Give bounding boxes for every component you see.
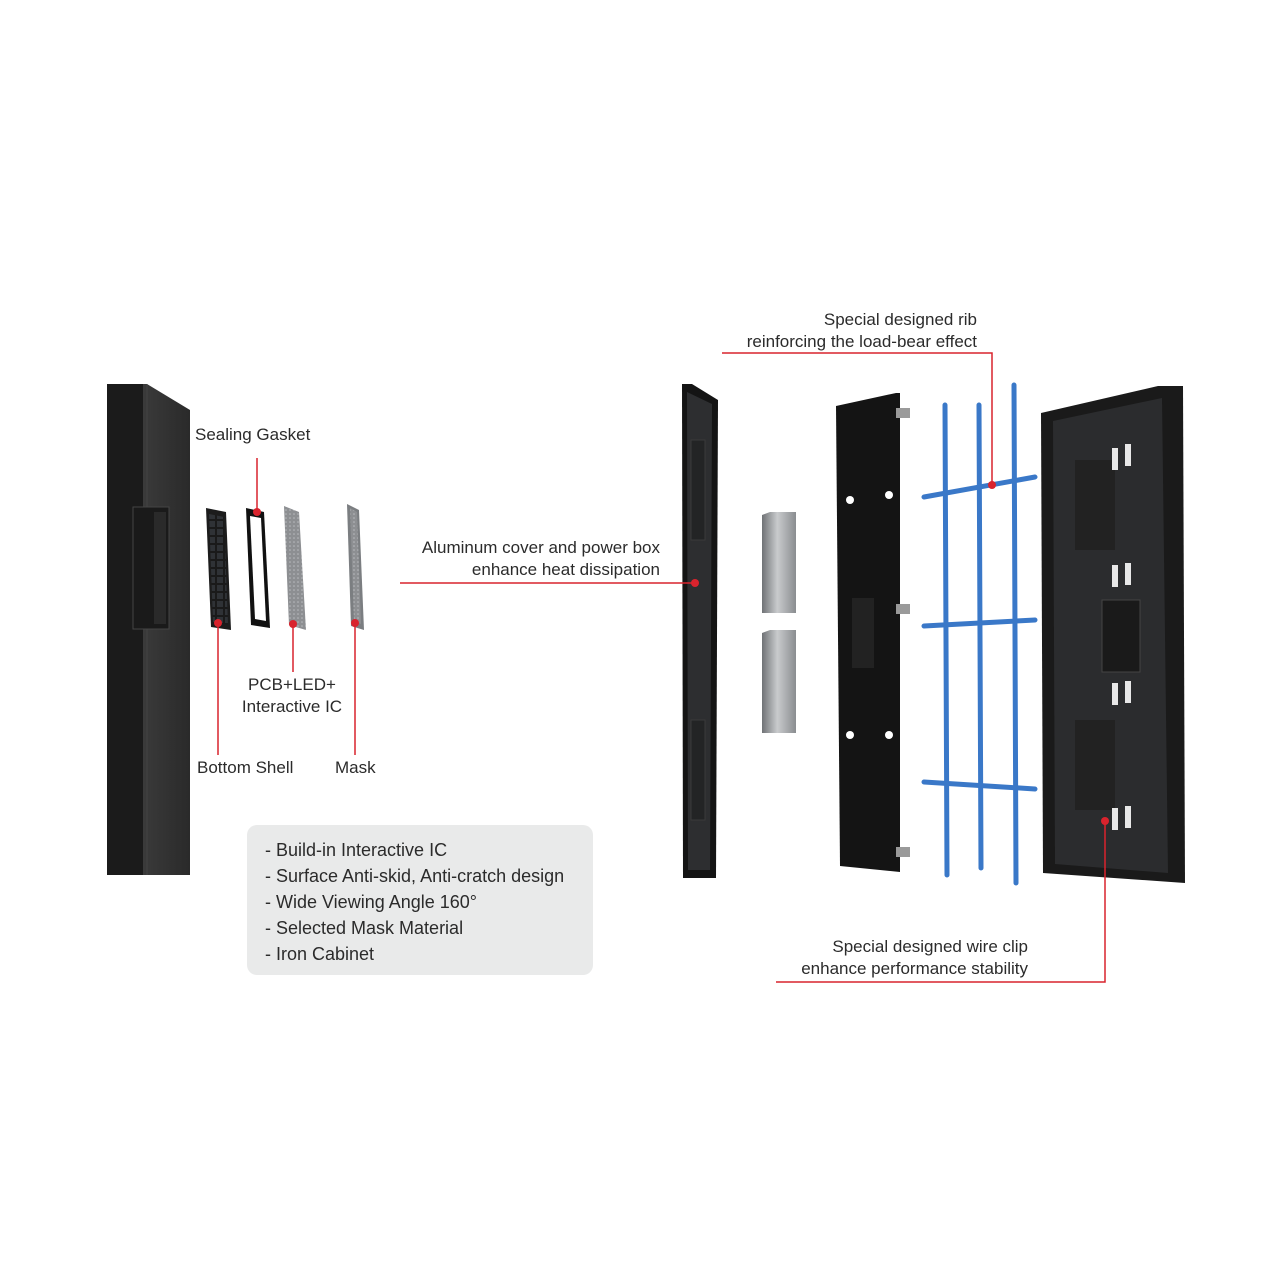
sealing-gasket-part (246, 508, 270, 628)
aluminum-label-line2: enhance heat dissipation (471, 560, 660, 579)
callout-dots (214, 481, 1109, 825)
pcb-part (284, 506, 306, 630)
feature-item: - Build-in Interactive IC (265, 840, 448, 860)
rib-label-line1: Special designed rib (823, 310, 977, 329)
cabinet-frame-part (836, 393, 910, 872)
sealing-gasket-label: Sealing Gasket (195, 425, 311, 444)
wire-clip-label-line2: enhance performance stability (801, 959, 1028, 978)
features-box: - Build-in Interactive IC - Surface Anti… (247, 825, 593, 975)
aluminum-cover-part (682, 384, 718, 878)
aluminum-label-line1: Aluminum cover and power box (421, 538, 660, 557)
bottom-shell-part (206, 508, 231, 630)
pcb-label: PCB+LED+ Interactive IC (228, 674, 356, 718)
wire-clip-label-line1: Special designed wire clip (832, 937, 1028, 956)
aluminum-label: Aluminum cover and power box enhance hea… (380, 537, 660, 581)
rib-label: Special designed rib reinforcing the loa… (700, 309, 977, 353)
pcb-label-line1: PCB+LED+ (248, 675, 336, 694)
feature-item: - Surface Anti-skid, Anti-cratch design (265, 866, 565, 886)
feature-item: - Wide Viewing Angle 160° (265, 892, 477, 912)
feature-item: - Iron Cabinet (265, 944, 375, 964)
reinforcing-ribs-part (921, 382, 1038, 886)
bottom-shell-label: Bottom Shell (197, 758, 294, 777)
callout-lines (217, 352, 1106, 983)
wire-clip-label: Special designed wire clip enhance perfo… (760, 936, 1028, 980)
mask-label: Mask (335, 758, 376, 777)
assembled-module (107, 384, 190, 875)
rear-cabinet-part (1041, 386, 1185, 883)
power-box-part (762, 512, 796, 733)
pcb-label-line2: Interactive IC (241, 697, 343, 716)
feature-item: - Selected Mask Material (265, 918, 464, 938)
mask-part (347, 504, 364, 630)
rib-label-line2: reinforcing the load-bear effect (746, 332, 977, 351)
